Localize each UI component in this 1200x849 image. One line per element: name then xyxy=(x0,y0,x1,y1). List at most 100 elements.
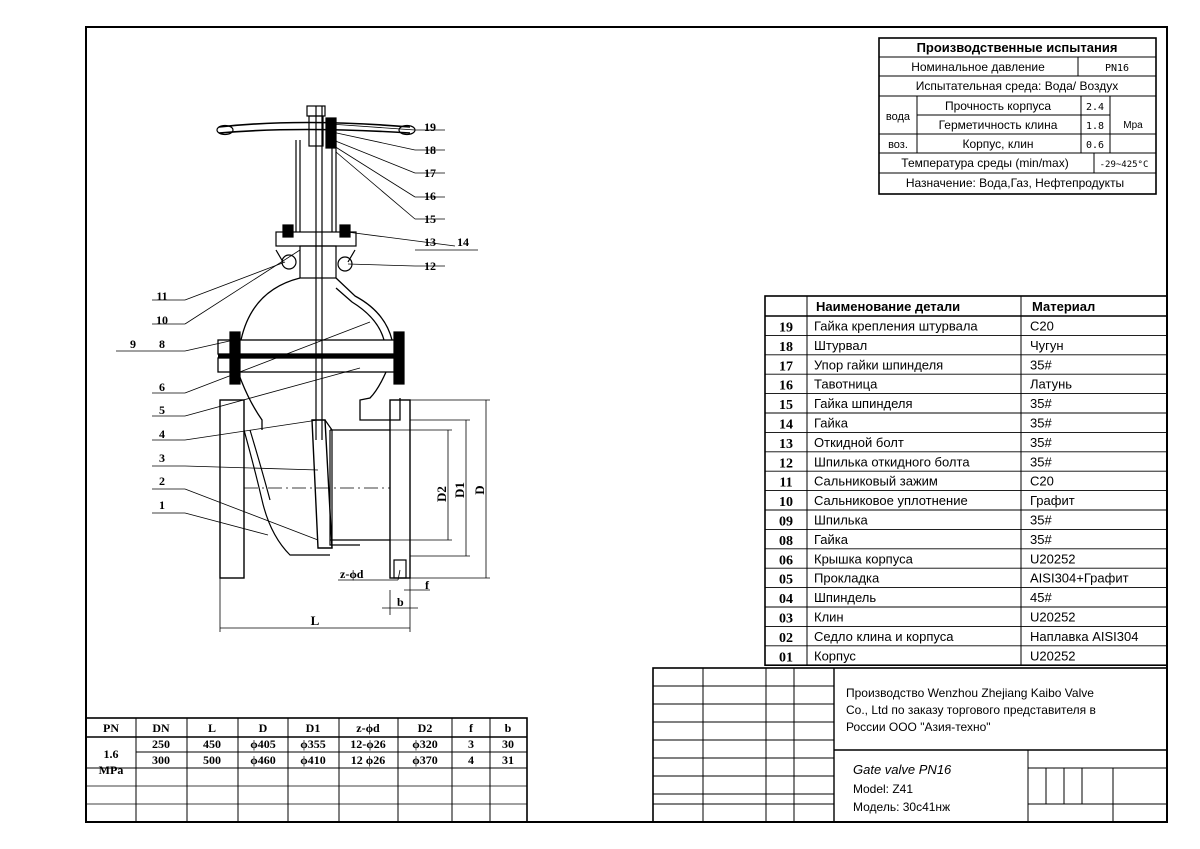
callout-12: 12 xyxy=(424,259,436,273)
dims-cell: 300 xyxy=(152,753,170,767)
wedge-seal-value: 1.8 xyxy=(1086,121,1104,132)
dims-header: PN xyxy=(103,721,119,735)
body-wedge-label: Корпус, клин xyxy=(962,137,1033,151)
part-material: 35# xyxy=(1030,513,1052,528)
part-name: Крышка корпуса xyxy=(814,551,914,566)
part-material: U20252 xyxy=(1030,610,1076,625)
dims-cell: 250 xyxy=(152,737,170,751)
dim-label-bolt-holes: z-ϕd xyxy=(340,567,364,581)
dim-label-f: f xyxy=(425,578,430,592)
callout-16: 16 xyxy=(424,189,436,203)
dims-cell: ϕ370 xyxy=(412,753,438,767)
body-strength-label: Прочность корпуса xyxy=(945,99,1051,113)
nominal-pressure-label: Номинальное давление xyxy=(911,60,1045,74)
dims-pn-unit: MPa xyxy=(99,763,124,777)
part-number: 03 xyxy=(779,612,793,627)
part-name: Корпус xyxy=(814,648,856,663)
part-number: 16 xyxy=(779,379,793,394)
callout-9: 9 xyxy=(130,337,136,351)
part-number: 10 xyxy=(779,495,793,510)
part-number: 17 xyxy=(779,359,793,374)
part-material: Графит xyxy=(1030,493,1075,508)
dims-cell: ϕ320 xyxy=(412,737,438,751)
dims-header: b xyxy=(505,721,512,735)
dims-cell: 30 xyxy=(502,737,514,751)
pressure-unit: Mpa xyxy=(1123,120,1143,131)
title-block xyxy=(652,667,1168,823)
part-name: Штурвал xyxy=(814,338,867,353)
part-name: Шпиндель xyxy=(814,590,876,605)
part-material: Чугун xyxy=(1030,338,1064,353)
part-number: 19 xyxy=(779,321,793,336)
maker-line-1: Производство Wenzhou Zhejiang Kaibo Valv… xyxy=(846,686,1094,700)
part-material: 35# xyxy=(1030,396,1052,411)
callout-1: 1 xyxy=(159,498,165,512)
part-name: Сальниковый зажим xyxy=(814,474,938,489)
dim-label-d2: D2 xyxy=(434,486,449,502)
part-number: 11 xyxy=(779,476,792,491)
callout-3: 3 xyxy=(159,451,165,465)
callout-14: 14 xyxy=(457,235,469,249)
dim-label-d: D xyxy=(472,485,487,494)
nominal-pressure-value: PN16 xyxy=(1105,63,1129,74)
dims-cell: ϕ460 xyxy=(250,753,276,767)
callout-2: 2 xyxy=(159,474,165,488)
part-material: 35# xyxy=(1030,357,1052,372)
temperature-value: -29~425°C xyxy=(1100,160,1149,170)
part-name: Гайка xyxy=(814,532,849,547)
part-number: 06 xyxy=(779,553,793,568)
part-material: C20 xyxy=(1030,474,1054,489)
callout-8: 8 xyxy=(159,337,165,351)
callout-10: 10 xyxy=(156,313,168,327)
part-name: Сальниковое уплотнение xyxy=(814,493,968,508)
part-material: U20252 xyxy=(1030,648,1076,663)
callout-13: 13 xyxy=(424,235,436,249)
callout-15: 15 xyxy=(424,212,436,226)
part-number: 09 xyxy=(779,515,793,530)
part-number: 08 xyxy=(779,534,793,549)
dims-header: D1 xyxy=(306,721,321,735)
part-number: 14 xyxy=(779,418,793,433)
dims-cell: 4 xyxy=(468,753,474,767)
dims-header: f xyxy=(469,721,474,735)
part-name: Седло клина и корпуса xyxy=(814,629,954,644)
callout-11: 11 xyxy=(156,289,167,303)
air-label: воз. xyxy=(888,139,908,151)
callout-19: 19 xyxy=(424,120,436,134)
dims-cell: 500 xyxy=(203,753,221,767)
tests-title: Производственные испытания xyxy=(917,40,1118,55)
dims-cell: ϕ355 xyxy=(300,737,326,751)
part-material: U20252 xyxy=(1030,551,1076,566)
body-wedge-value: 0.6 xyxy=(1086,140,1104,151)
part-name: Гайка xyxy=(814,416,849,431)
part-material: 35# xyxy=(1030,454,1052,469)
test-medium: Испытательная среда: Вода/ Воздух xyxy=(916,79,1119,93)
part-material: 45# xyxy=(1030,590,1052,605)
water-label: вода xyxy=(886,111,911,123)
parts-header-name: Наименование детали xyxy=(816,299,960,314)
part-number: 05 xyxy=(779,573,793,588)
gate-valve-drawing xyxy=(116,105,490,632)
part-name: Шпилька xyxy=(814,513,869,528)
dims-cell: 450 xyxy=(203,737,221,751)
callout-17: 17 xyxy=(424,166,436,180)
part-material: C20 xyxy=(1030,319,1054,334)
dim-label-l: L xyxy=(311,613,320,628)
part-material: Наплавка AISI304 xyxy=(1030,629,1138,644)
part-number: 12 xyxy=(779,456,793,471)
dims-cell: 3 xyxy=(468,737,474,751)
part-number: 04 xyxy=(779,592,793,607)
part-name: Гайка шпинделя xyxy=(814,396,913,411)
dims-header: z-ϕd xyxy=(356,721,380,735)
part-material: 35# xyxy=(1030,435,1052,450)
dims-cell: 31 xyxy=(502,753,514,767)
part-name: Откидной болт xyxy=(814,435,904,450)
callout-4: 4 xyxy=(159,427,165,441)
part-name: Прокладка xyxy=(814,571,880,586)
maker-line-2: Co., Ltd по заказу торгового представите… xyxy=(846,703,1096,717)
part-material: AISI304+Графит xyxy=(1030,571,1129,586)
